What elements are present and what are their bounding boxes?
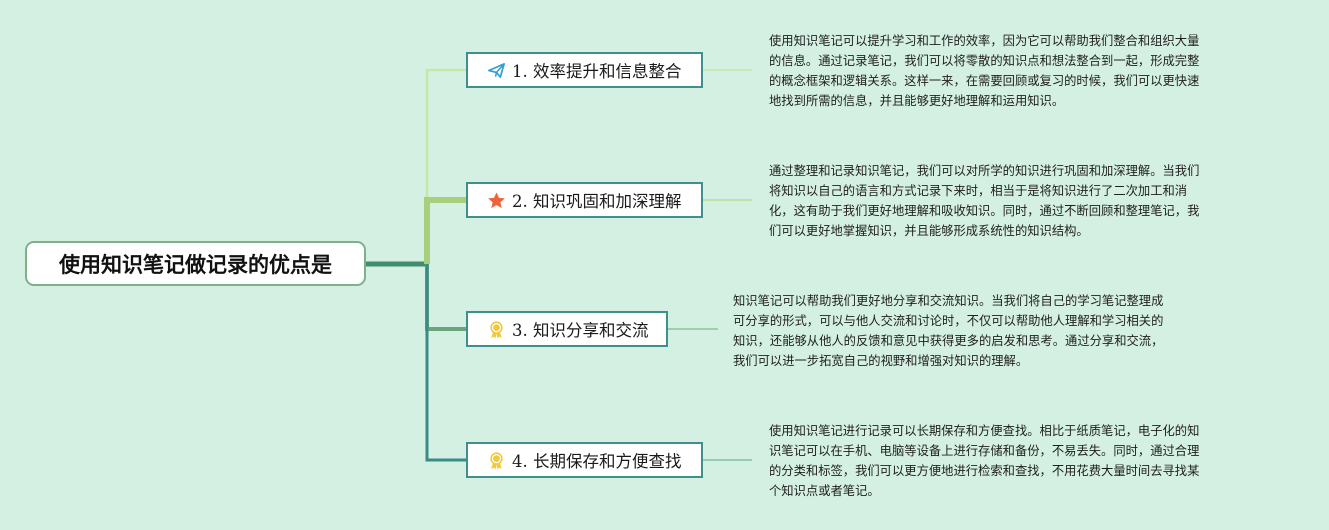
branch-node-2-label: 2. 知识巩固和加深理解 xyxy=(512,192,682,211)
award-ribbon-icon xyxy=(486,319,506,339)
desc-line: 通过整理和记录知识笔记，我们可以对所学的知识进行巩固和加深理解。当我们 xyxy=(769,164,1200,178)
branch-4-description: 使用知识笔记进行记录可以长期保存和方便查找。相比于纸质笔记，电子化的知 识笔记可… xyxy=(769,421,1199,501)
desc-line: 化，这有助于我们更好地理解和吸收知识。同时，通过不断回顾和整理笔记，我 xyxy=(769,204,1200,218)
branch-2-description: 通过整理和记录知识笔记，我们可以对所学的知识进行巩固和加深理解。当我们 将知识以… xyxy=(769,161,1199,241)
branch-node-4-label: 4. 长期保存和方便查找 xyxy=(512,452,682,471)
branch-node-1-label: 1. 效率提升和信息整合 xyxy=(512,62,682,81)
desc-line: 使用知识笔记可以提升学习和工作的效率，因为它可以帮助我们整合和组织大量 xyxy=(769,34,1200,48)
branch-node-3[interactable]: 3. 知识分享和交流 xyxy=(466,311,668,347)
branch-1-description: 使用知识笔记可以提升学习和工作的效率，因为它可以帮助我们整合和组织大量 的信息。… xyxy=(769,31,1199,111)
branch-node-2[interactable]: 2. 知识巩固和加深理解 xyxy=(466,182,703,218)
desc-line: 地找到所需的信息，并且能够更好地理解和运用知识。 xyxy=(769,94,1065,108)
award-ribbon-icon xyxy=(486,450,506,470)
branch-node-4[interactable]: 4. 长期保存和方便查找 xyxy=(466,442,703,478)
desc-line: 知识笔记可以帮助我们更好地分享和交流知识。当我们将自己的学习笔记整理成 xyxy=(733,294,1164,308)
branch-node-1[interactable]: 1. 效率提升和信息整合 xyxy=(466,52,703,88)
desc-line: 个知识点或者笔记。 xyxy=(769,484,880,498)
desc-line: 的信息。通过记录笔记，我们可以将零散的知识点和想法整合到一起，形成完整 xyxy=(769,54,1200,68)
root-topic-title: 使用知识笔记做记录的优点是 xyxy=(59,252,332,277)
desc-line: 可分享的形式，可以与他人交流和讨论时，不仅可以帮助他人理解和学习相关的 xyxy=(733,314,1164,328)
branch-2-connector xyxy=(424,197,466,264)
desc-line: 的概念框架和逻辑关系。这样一来，在需要回顾或复习的时候，我们可以更快速 xyxy=(769,74,1200,88)
paper-plane-icon xyxy=(486,60,506,80)
desc-line: 我们可以进一步拓宽自己的视野和增强对知识的理解。 xyxy=(733,354,1029,368)
desc-line: 识笔记可以在手机、电脑等设备上进行存储和备份，不易丢失。同时，通过合理 xyxy=(769,444,1200,458)
desc-line: 知识，还能够从他人的反馈和意见中获得更多的启发和思考。通过分享和交流， xyxy=(733,334,1164,348)
desc-line: 的分类和标签，我们可以更方便地进行检索和查找，不用花费大量时间去寻找某 xyxy=(769,464,1200,478)
branch-1-connector xyxy=(425,68,466,264)
branch-3-connector xyxy=(425,264,466,331)
star-icon xyxy=(486,190,506,210)
branch-node-3-label: 3. 知识分享和交流 xyxy=(512,321,649,340)
desc-line: 将知识以自己的语言和方式记录下来时，相当于是将知识进行了二次加工和消 xyxy=(769,184,1188,198)
root-topic[interactable]: 使用知识笔记做记录的优点是 xyxy=(25,241,366,286)
desc-line: 们可以更好地掌握知识，并且能够形成系统性的知识结构。 xyxy=(769,224,1089,238)
desc-line: 使用知识笔记进行记录可以长期保存和方便查找。相比于纸质笔记，电子化的知 xyxy=(769,424,1200,438)
branch-4-connector xyxy=(425,264,466,462)
branch-3-description: 知识笔记可以帮助我们更好地分享和交流知识。当我们将自己的学习笔记整理成 可分享的… xyxy=(733,291,1163,371)
